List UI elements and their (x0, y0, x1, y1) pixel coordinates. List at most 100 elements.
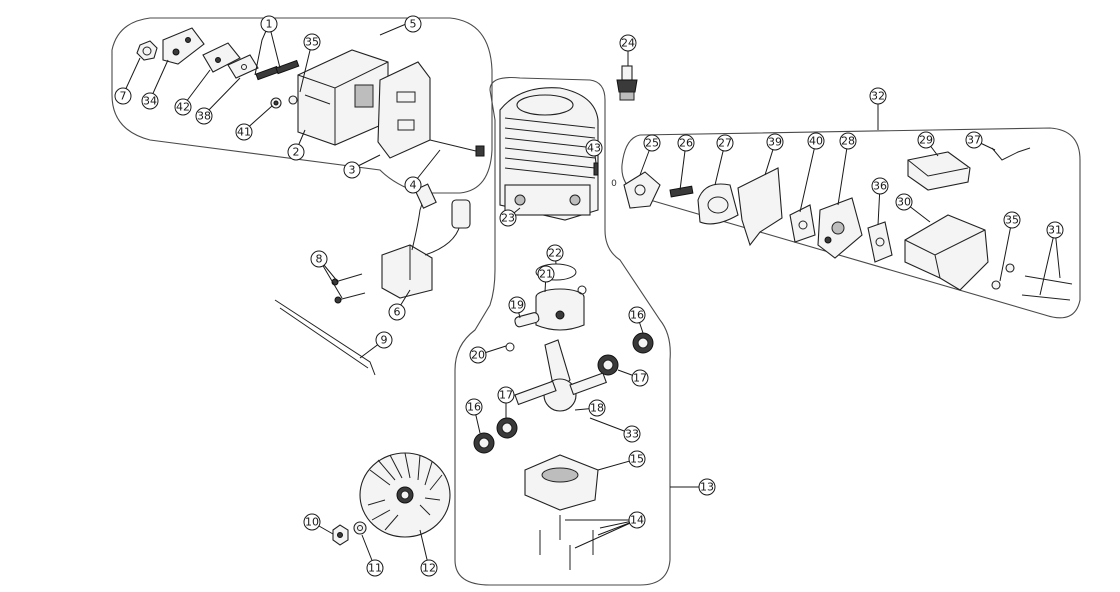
svg-text:1: 1 (266, 18, 273, 31)
intake-gasket-part-25 (623, 171, 661, 209)
svg-text:9: 9 (381, 334, 388, 347)
svg-text:38: 38 (197, 110, 211, 123)
svg-text:14: 14 (630, 514, 644, 527)
small-mark-text: 0 (611, 179, 617, 189)
crankcase-part-15 (524, 454, 599, 511)
piston-part-21 (535, 288, 585, 331)
svg-text:31: 31 (1048, 224, 1062, 237)
callout-22: 22 (546, 244, 564, 262)
crankshaft-part-18 (514, 339, 608, 412)
callout-23: 23 (499, 209, 517, 227)
callout-7: 7 (114, 87, 132, 105)
air-filter-part-29 (907, 151, 971, 191)
callout-16-left: 16 (465, 398, 483, 416)
callout-17-left: 17 (497, 386, 515, 404)
air-box-part-30 (904, 214, 989, 291)
flywheel-part-12 (359, 452, 451, 538)
svg-text:22: 22 (548, 247, 562, 260)
cylinder-part-23 (499, 87, 599, 221)
washer-part-41 (270, 97, 282, 109)
svg-text:15: 15 (630, 453, 644, 466)
washer-part-11 (353, 521, 367, 535)
svg-text:13: 13 (700, 481, 714, 494)
callout-32: 32 (869, 87, 887, 105)
callout-6: 6 (388, 303, 406, 321)
callout-40: 40 (807, 132, 825, 150)
svg-text:12: 12 (422, 562, 436, 575)
svg-text:26: 26 (679, 137, 693, 150)
callout-34: 34 (141, 92, 159, 110)
svg-text:4: 4 (410, 179, 417, 192)
svg-text:40: 40 (809, 135, 823, 148)
screws-part-8 (331, 273, 366, 304)
bolt-part-26 (669, 185, 694, 198)
callout-41: 41 (235, 123, 253, 141)
callout-18: 18 (588, 399, 606, 417)
callout-38: 38 (195, 107, 213, 125)
bearing-part-16b (473, 432, 495, 454)
callout-35-carburetor: 35 (1003, 211, 1021, 229)
muffler-body-part-2 (297, 49, 389, 146)
callout-35-muffler: 35 (303, 33, 321, 51)
callout-10: 10 (303, 513, 321, 531)
callout-13: 13 (698, 478, 716, 496)
callout-25: 25 (643, 134, 661, 152)
callout-33: 33 (623, 425, 641, 443)
svg-text:23: 23 (501, 212, 515, 225)
svg-text:16: 16 (467, 401, 481, 414)
baffle-part-39 (737, 167, 783, 247)
svg-text:36: 36 (873, 180, 887, 193)
callout-16-top: 16 (628, 306, 646, 324)
ignition-coil-part-6 (381, 183, 471, 299)
svg-text:35: 35 (305, 36, 319, 49)
decompression-pin-part-43 (593, 162, 599, 176)
callout-20: 20 (469, 346, 487, 364)
svg-text:19: 19 (510, 299, 524, 312)
svg-text:21: 21 (539, 268, 553, 281)
callout-26: 26 (677, 134, 695, 152)
callout-42: 42 (174, 98, 192, 116)
svg-text:41: 41 (237, 126, 251, 139)
bolts-part-1 (255, 59, 300, 81)
callout-5: 5 (404, 15, 422, 33)
nut-part-7 (136, 40, 158, 61)
callout-31: 31 (1046, 221, 1064, 239)
callout-30: 30 (895, 193, 913, 211)
callout-12: 12 (420, 559, 438, 577)
svg-text:3: 3 (349, 164, 356, 177)
svg-text:34: 34 (143, 95, 157, 108)
intake-manifold-part-27 (697, 183, 739, 225)
carburetor-group-outline (621, 127, 1081, 319)
svg-text:42: 42 (176, 101, 190, 114)
circlip-part-20 (505, 285, 587, 352)
svg-text:17: 17 (499, 389, 513, 402)
callout-1: 1 (260, 15, 278, 33)
carb-spacer-part-36 (867, 221, 893, 263)
callout-36: 36 (871, 177, 889, 195)
svg-text:37: 37 (967, 134, 981, 147)
callout-37: 37 (965, 131, 983, 149)
callout-28: 28 (839, 132, 857, 150)
studs-part-31 (1021, 275, 1073, 301)
throttle-rod-part-9 (274, 299, 376, 376)
callout-39: 39 (766, 133, 784, 151)
callout-27: 27 (716, 134, 734, 152)
callout-15: 15 (628, 450, 646, 468)
callout-4: 4 (404, 176, 422, 194)
svg-text:33: 33 (625, 428, 639, 441)
callout-11: 11 (366, 559, 384, 577)
washer-part-35a (288, 95, 298, 105)
svg-text:20: 20 (471, 349, 485, 362)
bolts-part-14 (539, 515, 594, 570)
svg-text:10: 10 (305, 516, 319, 529)
callout-29: 29 (917, 131, 935, 149)
callout-2: 2 (287, 143, 305, 161)
callout-21: 21 (537, 265, 555, 283)
gasket-part-38 (227, 54, 259, 79)
svg-text:7: 7 (120, 90, 127, 103)
seal-part-17b (496, 417, 518, 439)
choke-rod-part-37 (991, 147, 1031, 161)
callout-3: 3 (343, 161, 361, 179)
svg-text:27: 27 (718, 137, 732, 150)
